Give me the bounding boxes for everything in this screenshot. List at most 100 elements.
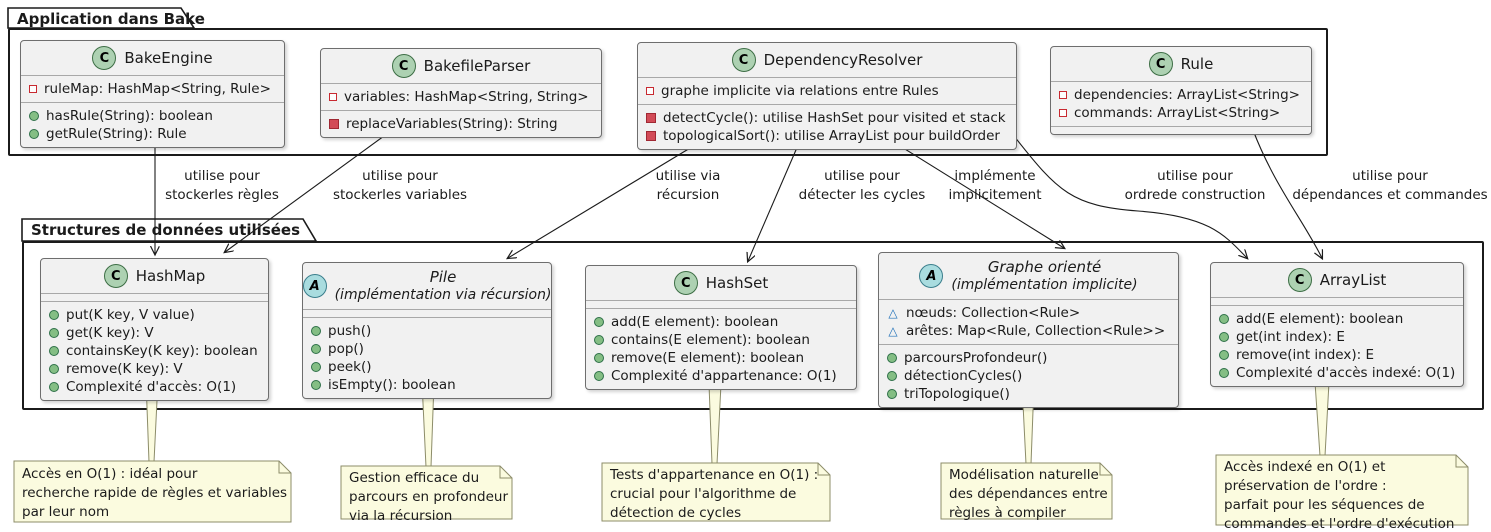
package-field-icon: [887, 325, 899, 338]
public-method-icon: [311, 362, 321, 372]
class-method: contains(E element): boolean: [594, 331, 848, 349]
methods-compartment: hasRule(String): boolean getRule(String)…: [21, 103, 284, 147]
edge-label-line: utilise pour: [1157, 168, 1233, 184]
note-line: règles à compiler: [949, 505, 1066, 521]
edge-rule-arraylist: [1252, 129, 1322, 258]
member-text: hasRule(String): boolean: [46, 108, 213, 124]
class-attribute: dependencies: ArrayList<String>: [1059, 86, 1303, 104]
member-text: push(): [328, 323, 372, 339]
note-arraylist: Accès indexé en O(1) et préservation de …: [1224, 458, 1454, 532]
note-line: par leur nom: [22, 504, 110, 520]
member-text: ruleMap: HashMap<String, Rule>: [44, 81, 271, 97]
private-field-icon: [29, 85, 37, 93]
notes-shapes: [13, 454, 1469, 526]
private-method-icon: [646, 131, 656, 141]
class-header: C DependencyResolver: [638, 43, 1016, 78]
public-method-icon: [311, 344, 321, 354]
edge-label: utilise via récursion: [656, 167, 721, 205]
class-method: topologicalSort(): utilise ArrayList pou…: [646, 127, 1008, 145]
methods-compartment: add(E element): boolean contains(E eleme…: [586, 309, 856, 389]
public-method-icon: [887, 353, 897, 363]
edge-label-line: implémente: [954, 168, 1036, 184]
methods-compartment: [1051, 127, 1311, 134]
class-method: add(E element): boolean: [594, 313, 848, 331]
note-shape: [940, 462, 1113, 520]
class-method: remove(int index): E: [1219, 346, 1455, 364]
class-method: peek(): [311, 358, 543, 376]
class-name: Rule: [1180, 55, 1214, 73]
class-method: remove(E element): boolean: [594, 349, 848, 367]
member-text: getRule(String): Rule: [46, 126, 187, 142]
public-method-icon: [29, 111, 39, 121]
note-line: parfait pour les séquences de: [1224, 497, 1425, 513]
private-field-icon: [1059, 91, 1067, 99]
class-badge-icon: C: [103, 264, 128, 288]
note-connector: [708, 383, 722, 465]
methods-compartment: replaceVariables(String): String: [321, 111, 601, 137]
class-method: detectCycle(): utilise HashSet pour visi…: [646, 109, 1008, 127]
public-method-icon: [887, 371, 897, 381]
class-method: getRule(String): Rule: [29, 125, 276, 143]
edge-label: utilise pour stockerles règles: [165, 167, 279, 205]
class-attribute: nœuds: Collection<Rule>: [887, 304, 1170, 322]
class-subtitle: (implémentation via récursion): [334, 287, 552, 303]
note-fold-icon: [1099, 463, 1112, 476]
member-text: commands: ArrayList<String>: [1074, 105, 1281, 121]
note-shape: [1215, 454, 1469, 526]
public-method-icon: [1219, 368, 1229, 378]
class-subtitle: (implémentation implicite): [951, 277, 1138, 293]
edge-label: utilise pour stockerles variables: [333, 167, 467, 205]
class-header: C BakefileParser: [321, 49, 601, 84]
class-attribute: ruleMap: HashMap<String, Rule>: [29, 80, 276, 98]
class-title-block: Pile (implémentation via récursion): [335, 268, 552, 304]
member-text: remove(E element): boolean: [611, 350, 805, 366]
edge-label-line: utilise pour: [824, 168, 900, 184]
class-graphe-oriente: A Graphe orienté (implémentation implici…: [878, 252, 1179, 408]
note-fold-icon: [1455, 455, 1468, 468]
class-header: C HashSet: [586, 266, 856, 301]
edge-label-line: dépendances et commandes: [1292, 187, 1488, 203]
public-method-icon: [49, 310, 59, 320]
member-text: arêtes: Map<Rule, Collection<Rule>>: [906, 323, 1166, 339]
member-text: graphe implicite via relations entre Rul…: [661, 83, 939, 99]
note-connector: [1314, 381, 1330, 457]
class-method: isEmpty(): boolean: [311, 376, 543, 394]
edge-dependencyresolver-arraylist: [1013, 135, 1247, 258]
edge-label-line: utilise pour: [1352, 168, 1428, 184]
class-method: Complexité d'accès indexé: O(1): [1219, 364, 1455, 382]
attributes-compartment: [41, 294, 268, 302]
class-method: add(E element): boolean: [1219, 310, 1455, 328]
member-text: remove(int index): E: [1236, 347, 1374, 363]
class-attribute: commands: ArrayList<String>: [1059, 104, 1303, 122]
note-shape: [340, 465, 513, 520]
class-header: C Rule: [1051, 47, 1311, 82]
member-text: containsKey(K key): boolean: [66, 343, 258, 359]
class-bakeengine: C BakeEngine ruleMap: HashMap<String, Ru…: [20, 40, 285, 148]
class-bakefileparser: C BakefileParser variables: HashMap<Stri…: [320, 48, 602, 138]
member-text: dependencies: ArrayList<String>: [1074, 87, 1300, 103]
edge-label-line: utilise pour: [184, 168, 260, 184]
note-line: recherche rapide de règles et variables: [22, 485, 288, 501]
attributes-compartment: [586, 301, 856, 309]
public-method-icon: [1219, 314, 1229, 324]
package-title: Structures de données utilisées: [31, 221, 301, 239]
member-text: nœuds: Collection<Rule>: [906, 305, 1081, 321]
edge-label-line: utilise pour: [362, 168, 438, 184]
dependency-edges: [155, 127, 1322, 261]
class-name: Graphe orienté: [987, 258, 1102, 276]
member-text: add(E element): boolean: [611, 314, 779, 330]
note-line: parcours en profondeur: [349, 489, 508, 505]
edge-label-line: ordrede construction: [1124, 187, 1266, 203]
note-line: préservation de l'ordre :: [1224, 478, 1387, 494]
member-text: Complexité d'accès indexé: O(1): [1236, 365, 1456, 381]
private-field-icon: [1059, 109, 1067, 117]
class-pile: A Pile (implémentation via récursion) pu…: [302, 262, 552, 399]
member-text: variables: HashMap<String, String>: [344, 89, 589, 105]
package-tab-application: [7, 7, 196, 29]
methods-compartment: add(E element): boolean get(int index): …: [1211, 306, 1463, 386]
note-line: via la récursion: [349, 508, 453, 524]
member-text: Complexité d'appartenance: O(1): [611, 368, 837, 384]
class-method: replaceVariables(String): String: [329, 115, 593, 133]
class-method: détectionCycles(): [887, 367, 1170, 385]
